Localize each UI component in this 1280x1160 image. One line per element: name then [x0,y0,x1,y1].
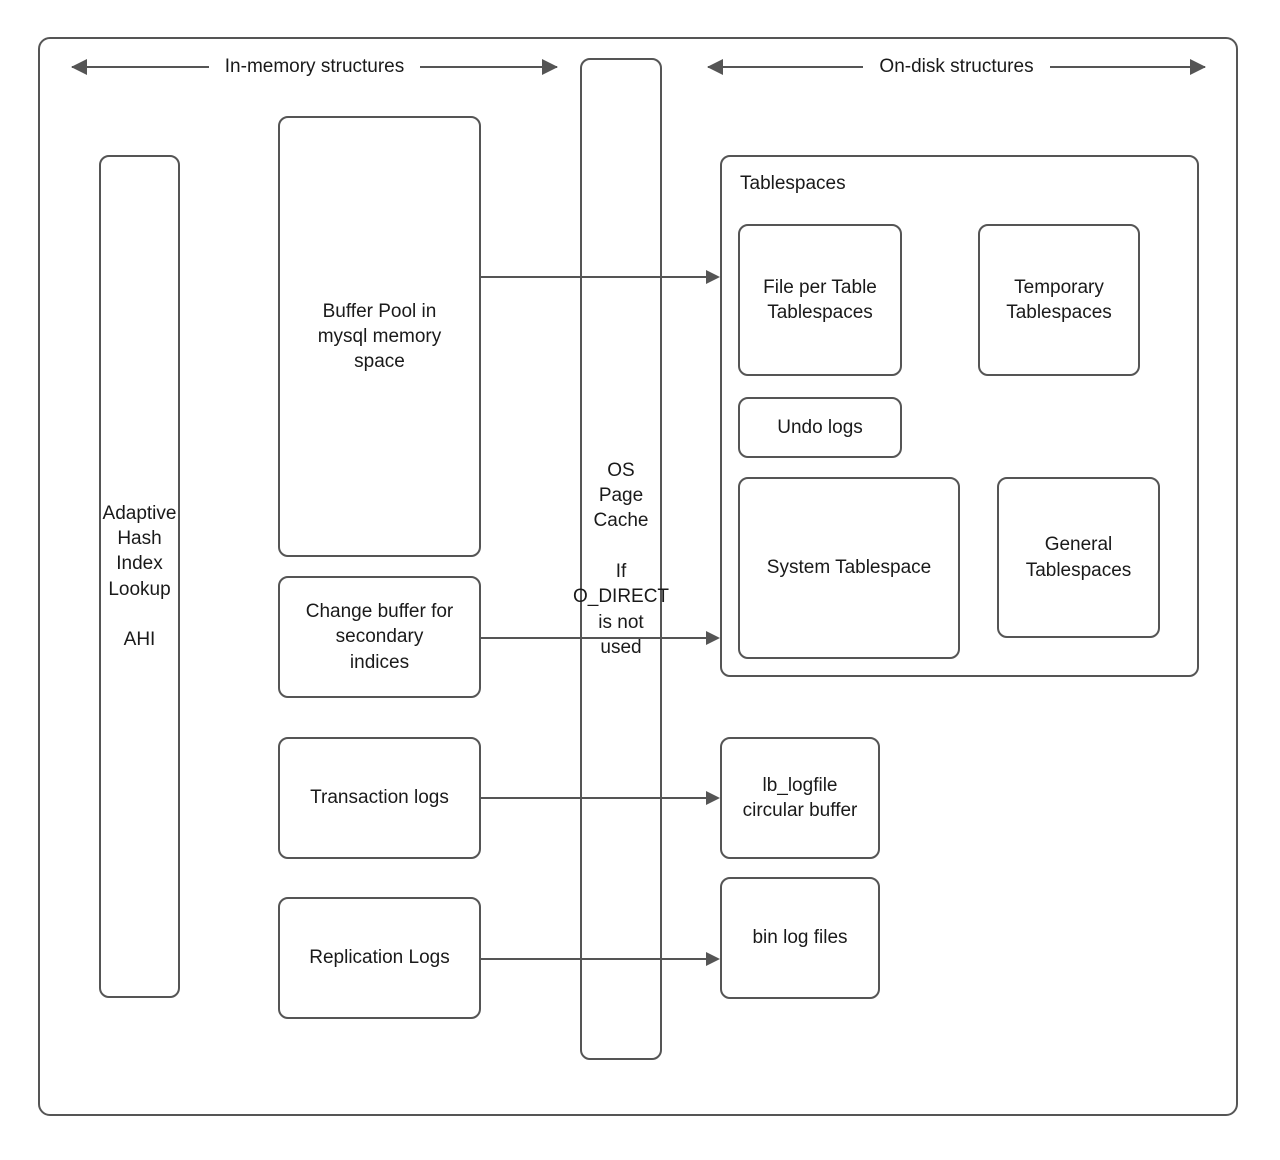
header-label-on-disk: On-disk structures [879,56,1034,77]
file-per-table-tablespaces-box[interactable]: File per Table Tablespaces [738,224,902,376]
os-page-cache-label: OS Page Cache If O_DIRECT is not used [572,459,670,658]
undo-logs-box[interactable]: Undo logs [738,397,902,458]
bin-log-files-box[interactable]: bin log files [720,877,880,999]
connector-change-buffer-to-system-tablespace [481,637,718,639]
transaction-logs-label: Transaction logs [310,787,449,809]
buffer-pool-label: Buffer Pool in mysql memory space [317,300,442,373]
outer-frame [38,37,1238,1116]
transaction-logs-box[interactable]: Transaction logs [278,737,481,859]
replication-logs-label: Replication Logs [309,947,450,969]
arrow-right-in-memory [420,66,558,68]
connector-replication-logs-to-bin-log-files [481,958,718,960]
change-buffer-box[interactable]: Change buffer for secondary indices [278,576,481,698]
tablespaces-group-label: Tablespaces [740,173,846,194]
adaptive-hash-index-box[interactable]: Adaptive Hash Index Lookup AHI [99,155,180,998]
general-tablespaces-box[interactable]: General Tablespaces [997,477,1160,638]
arrow-right-on-disk [1049,66,1205,68]
buffer-pool-box[interactable]: Buffer Pool in mysql memory space [278,116,481,557]
header-on-disk-structures: On-disk structures [708,55,1205,79]
connector-transaction-logs-to-ib-logfile [481,797,718,799]
arrow-left-on-disk [708,66,864,68]
ib-logfile-label: lb_logfile circular buffer [742,774,858,821]
bin-log-files-label: bin log files [752,927,848,949]
ib-logfile-box[interactable]: lb_logfile circular buffer [720,737,880,859]
header-in-memory-structures: In-memory structures [72,55,558,79]
arrow-left-in-memory [72,66,209,68]
general-tablespaces-label: General Tablespaces [1025,534,1132,581]
file-per-table-tablespaces-label: File per Table Tablespaces [763,276,877,323]
undo-logs-label: Undo logs [777,416,863,438]
system-tablespace-box[interactable]: System Tablespace [738,477,960,659]
change-buffer-label: Change buffer for secondary indices [305,601,454,673]
system-tablespace-label: System Tablespace [766,557,932,579]
adaptive-hash-index-label: Adaptive Hash Index Lookup AHI [102,502,177,651]
connector-buffer-pool-to-file-per-table [481,276,718,278]
os-page-cache-box[interactable]: OS Page Cache If O_DIRECT is not used [573,58,669,1060]
header-label-in-memory: In-memory structures [224,56,405,77]
replication-logs-box[interactable]: Replication Logs [278,897,481,1019]
temporary-tablespaces-box[interactable]: Temporary Tablespaces [978,224,1140,376]
temporary-tablespaces-label: Temporary Tablespaces [1006,276,1112,323]
